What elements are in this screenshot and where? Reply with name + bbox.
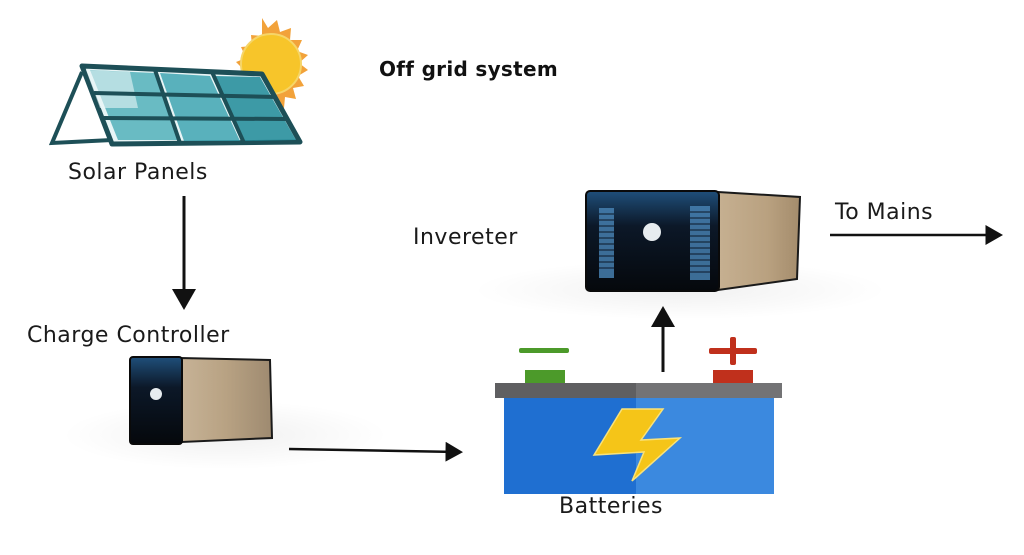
to-mains-label: To Mains <box>835 200 934 225</box>
lightning-bolt-icon <box>592 408 683 482</box>
batteries-label: Batteries <box>559 494 664 519</box>
negative-symbol <box>519 348 569 353</box>
diagram-title: Off grid system <box>379 57 558 81</box>
arrow-controller-to-battery <box>288 441 463 462</box>
inverter-label: Invereter <box>413 225 518 250</box>
panel <box>79 63 303 147</box>
solar-panels-label: Solar Panels <box>68 160 208 185</box>
charge-controller-label: Charge Controller <box>27 323 230 348</box>
negative-terminal <box>525 370 565 383</box>
positive-terminal <box>713 370 753 383</box>
positive-symbol <box>709 337 757 365</box>
